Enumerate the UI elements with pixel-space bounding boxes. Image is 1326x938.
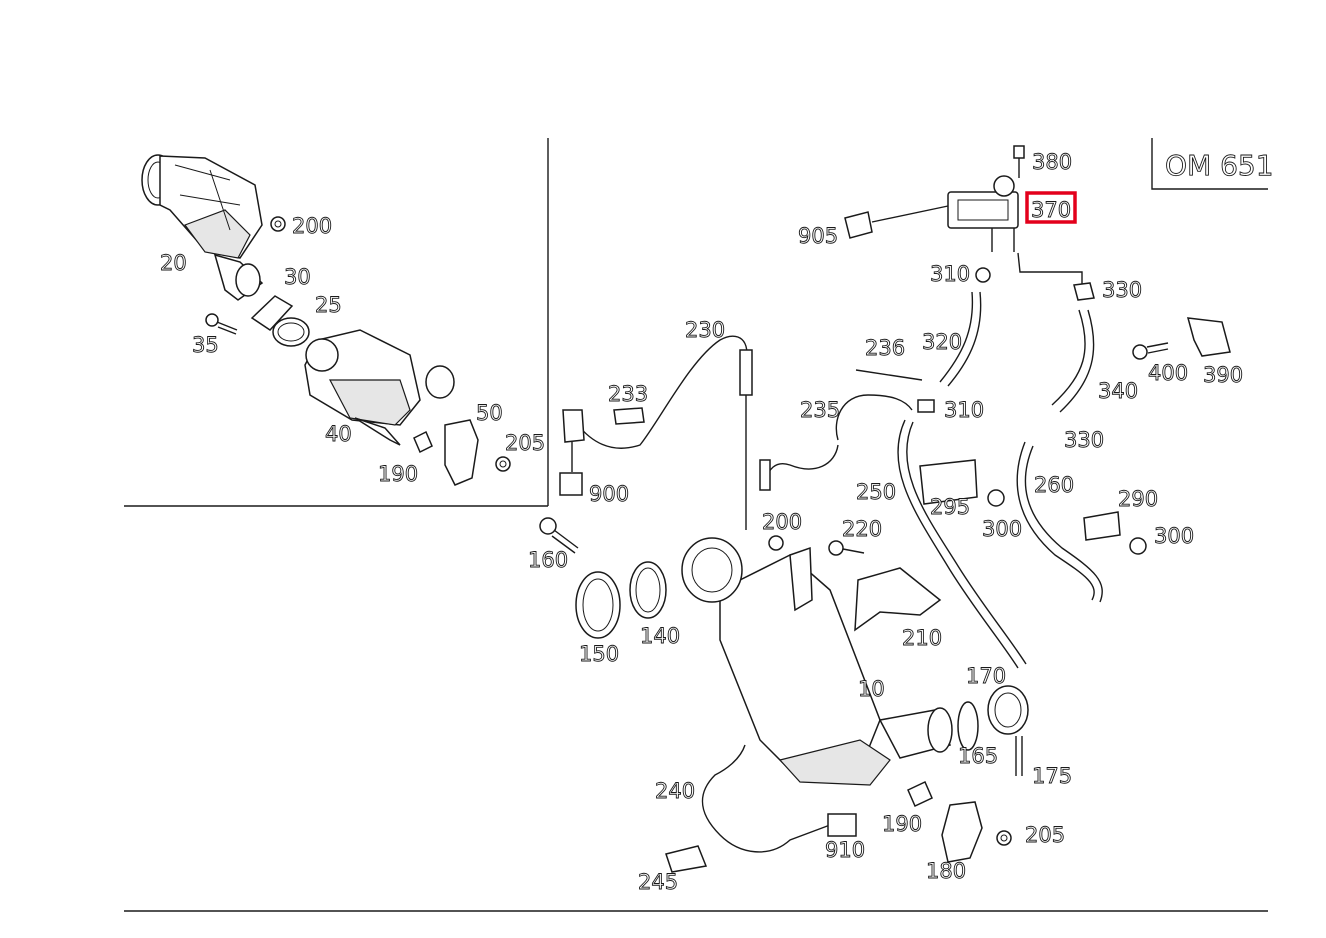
label-part-230: 230 [685,318,725,342]
label-part-210: 210 [902,626,942,650]
inset-labels: 20 200 30 25 35 40 50 190 205 [160,214,546,487]
label-part-300-left: 300 [982,517,1022,541]
highlight-box-370 [1025,191,1077,224]
label-part-10: 10 [858,677,885,701]
label-part-245: 245 [638,870,678,894]
label-part-390: 390 [1203,363,1243,387]
inset-drawings [141,154,511,486]
engine-label: OM 651 [1165,149,1274,182]
label-part-380: 380 [1032,150,1072,174]
label-part-205: 205 [1025,823,1065,847]
label-part-150: 150 [579,642,619,666]
label-part-35: 35 [192,333,219,357]
label-part-910: 910 [825,838,865,862]
label-part-190: 190 [378,462,418,486]
label-part-20: 20 [160,251,187,275]
label-part-250: 250 [856,480,896,504]
label-part-233: 233 [608,382,648,406]
label-part-175: 175 [1032,764,1072,788]
label-part-200: 200 [762,510,802,534]
label-part-340: 340 [1098,379,1138,403]
label-part-40: 40 [325,422,352,446]
label-part-240: 240 [655,779,695,803]
label-part-905: 905 [798,224,838,248]
label-part-320: 320 [922,330,962,354]
main-drawings [539,145,1231,873]
label-part-165: 165 [958,744,998,768]
label-part-300-right: 300 [1154,524,1194,548]
label-part-295: 295 [930,495,970,519]
label-part-235: 235 [800,398,840,422]
label-part-50: 50 [476,401,503,425]
label-part-400: 400 [1148,361,1188,385]
label-part-160: 160 [528,548,568,572]
label-part-140: 140 [640,624,680,648]
label-part-310-top: 310 [930,262,970,286]
label-part-370: 370 [1031,198,1071,222]
label-part-190: 190 [882,812,922,836]
label-part-236: 236 [865,336,905,360]
label-part-205: 205 [505,431,545,455]
label-part-310-lower: 310 [944,398,984,422]
label-part-170: 170 [966,664,1006,688]
label-part-200: 200 [292,214,332,238]
label-part-330-lower: 330 [1064,428,1104,452]
frame-lines [124,138,1268,912]
label-part-260: 260 [1034,473,1074,497]
label-part-900: 900 [589,482,629,506]
main-labels: 380 370 905 310 330 320 340 400 390 230 … [528,150,1244,895]
label-part-180: 180 [926,859,966,883]
label-part-330-top: 330 [1102,278,1142,302]
label-part-30: 30 [284,265,311,289]
label-part-25: 25 [315,293,342,317]
label-part-290: 290 [1118,487,1158,511]
label-part-220: 220 [842,517,882,541]
